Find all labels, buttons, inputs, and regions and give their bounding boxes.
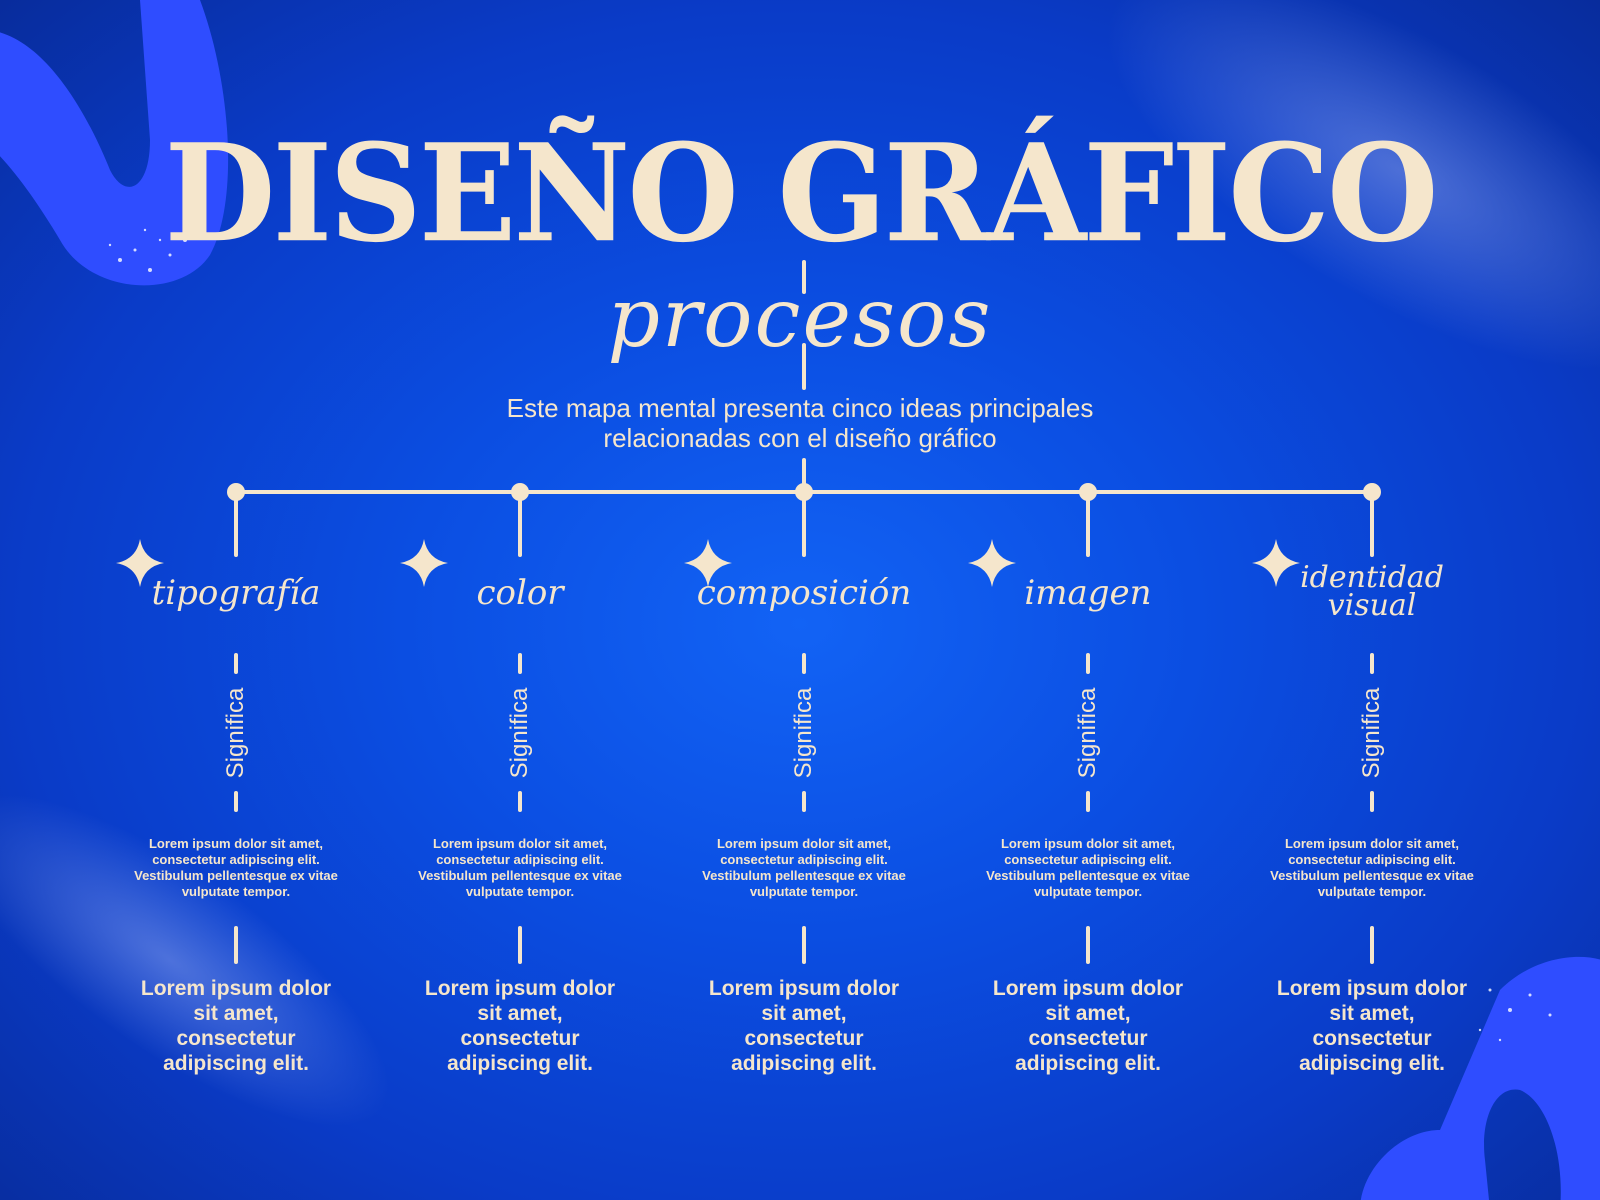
sparkle-star-icon bbox=[1252, 539, 1300, 587]
bottom-left-haze bbox=[0, 793, 390, 1127]
map-description: Este mapa mental presenta cinco ideas pr… bbox=[506, 393, 1094, 453]
branch-composicion: composición Significa Lorem ipsum dolor … bbox=[684, 0, 924, 1200]
branch-title: imagen bbox=[1024, 573, 1152, 613]
connector-label: Significa bbox=[790, 687, 817, 779]
connector-label: Significa bbox=[506, 687, 533, 779]
branch-summary: Lorem ipsum dolor sit amet, consectetur … bbox=[424, 977, 616, 1075]
branch-title: composición bbox=[696, 573, 912, 613]
branch-description: Lorem ipsum dolor sit amet, consectetur … bbox=[134, 836, 338, 899]
branch-description: Lorem ipsum dolor sit amet, consectetur … bbox=[986, 836, 1190, 899]
connector-label: Significa bbox=[1074, 687, 1101, 779]
branch-title: color bbox=[476, 573, 564, 613]
branch-color: color Significa Lorem ipsum dolor sit am… bbox=[400, 0, 640, 1200]
bottom-right-ribbon bbox=[1360, 956, 1600, 1200]
branch-description: Lorem ipsum dolor sit amet, consectetur … bbox=[702, 836, 906, 899]
sparkle-star-icon bbox=[116, 539, 164, 587]
branch-summary: Lorem ipsum dolor sit amet, consectetur … bbox=[708, 977, 900, 1075]
branch-description: Lorem ipsum dolor sit amet, consectetur … bbox=[418, 836, 622, 899]
branch-title: identidad visual bbox=[1300, 560, 1444, 623]
branch-imagen: imagen Significa Lorem ipsum dolor sit a… bbox=[968, 0, 1208, 1200]
branch-tipografia: tipografía Significa Lorem ipsum dolor s… bbox=[116, 0, 356, 1200]
branch-summary: Lorem ipsum dolor sit amet, consectetur … bbox=[992, 977, 1184, 1075]
sparkle-star-icon bbox=[684, 539, 732, 587]
top-right-haze bbox=[1106, 0, 1600, 370]
sparkle-star-icon bbox=[968, 539, 1016, 587]
sparkle-dust bbox=[108, 218, 1552, 1042]
branch-summary: Lorem ipsum dolor sit amet, consectetur … bbox=[140, 977, 332, 1075]
page-subtitle: procesos bbox=[607, 271, 993, 366]
branch-summary: Lorem ipsum dolor sit amet, consectetur … bbox=[1276, 977, 1468, 1075]
connector-label: Significa bbox=[222, 687, 249, 779]
sparkle-star-icon bbox=[400, 539, 448, 587]
branch-identidad-visual: identidad visual Significa Lorem ipsum d… bbox=[1252, 0, 1492, 1200]
branch-title: tipografía bbox=[151, 573, 321, 613]
top-left-ribbon bbox=[0, 0, 229, 286]
connector-label: Significa bbox=[1358, 687, 1385, 779]
branch-description: Lorem ipsum dolor sit amet, consectetur … bbox=[1270, 836, 1474, 899]
page-title: DISEÑO GRÁFICO bbox=[164, 115, 1438, 273]
